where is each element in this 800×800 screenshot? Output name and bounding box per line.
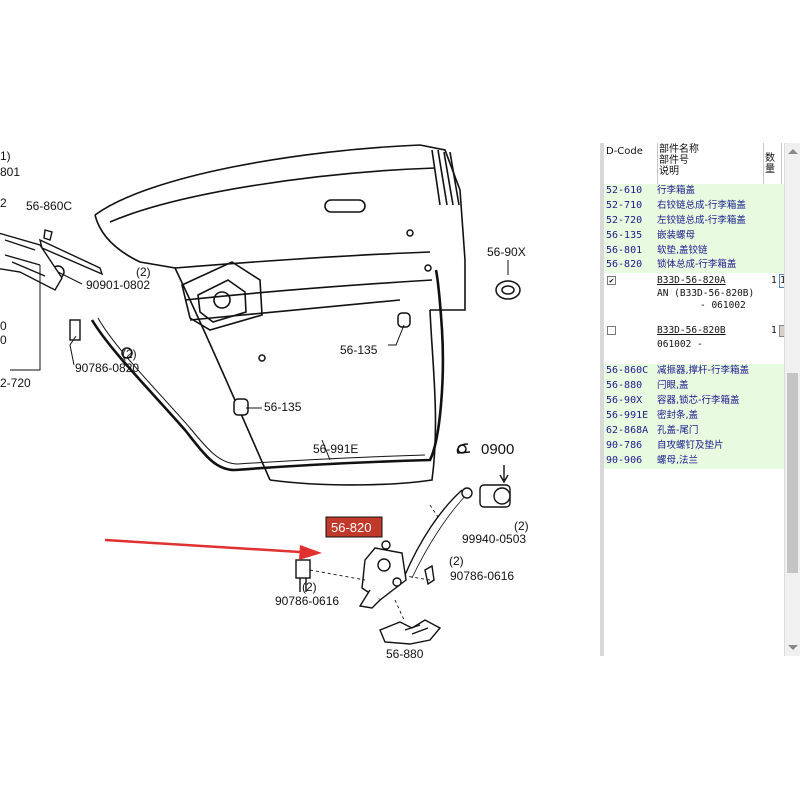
fastener-nuts (51, 229, 521, 416)
callout-label: 90786-0616 (450, 569, 514, 583)
callout-label: 90901-0802 (86, 278, 150, 292)
part-detail-row-b[interactable]: B33D-56-820B 1 061002 - (604, 324, 784, 365)
panel-divider (600, 143, 604, 656)
callout-label: 56-90X (487, 245, 526, 259)
part-a-checkbox[interactable]: ✔ (607, 276, 616, 286)
table-header: D-Code 部件名称 部件号 说明 数量 订 购 数 (604, 143, 800, 194)
part-a-qty: 1 (771, 275, 777, 287)
lock-assembly (295, 465, 511, 645)
header-dcode[interactable]: D-Code (604, 143, 658, 187)
part-b-checkbox[interactable] (607, 326, 616, 336)
part-b-qty: 1 (771, 325, 777, 337)
scroll-up-icon[interactable] (788, 149, 798, 154)
callout-label: 56-135 (264, 400, 302, 414)
callout-label: 90786-0616 (275, 594, 339, 608)
red-arrow (104, 538, 322, 560)
callout-label: (2) (302, 580, 317, 594)
callout-label: 56-991E (313, 442, 358, 456)
part-a-note-1: AN (B33D-56-820B) (657, 288, 755, 300)
parts-diagram: 1) 801 2 56-860C 56-90X (2) 90901-0802 0… (0, 144, 529, 661)
header-quantity[interactable]: 数量 (763, 143, 782, 194)
weatherstrip-seal (90, 269, 445, 472)
callout-label: 0 (0, 319, 7, 333)
hinge-assembly-left (0, 229, 104, 341)
callout-label: 1) (0, 149, 11, 163)
trunk-lid (94, 144, 466, 486)
callout-label-highlighted: 56-820 (331, 520, 371, 535)
callout-label: 99940-0503 (462, 532, 526, 546)
leader-lines (10, 260, 509, 461)
scroll-down-icon[interactable] (788, 645, 798, 650)
vertical-scrollbar[interactable] (784, 143, 800, 656)
callout-label: 2-720 (0, 376, 31, 390)
callout-label: 56-135 (340, 343, 378, 357)
callout-label: (2) (122, 347, 137, 361)
part-a-note-2: - 061002 (700, 300, 746, 312)
callout-label: 0 (0, 333, 7, 347)
part-b-number: B33D-56-820B (657, 325, 726, 337)
callout-label: (2) (136, 265, 151, 279)
highlight-box-56-820 (326, 517, 382, 537)
callout-label: (2) (514, 519, 529, 533)
callout-label: 56-860C (26, 199, 72, 213)
callout-label: 56-880 (386, 647, 424, 661)
dashed-guides (309, 504, 441, 623)
callout-label: 0900 (481, 441, 514, 458)
callout-label: 2 (0, 196, 7, 210)
callout-label: 801 (0, 165, 20, 179)
callout-label: (2) (449, 554, 464, 568)
scrollbar-thumb[interactable] (787, 373, 798, 573)
part-b-note-1: 061002 - (657, 339, 703, 351)
callout-label: 90786-0820 (75, 361, 139, 375)
header-description[interactable]: 部件名称 部件号 说明 (657, 143, 764, 185)
part-detail-row-a[interactable]: ✔ B33D-56-820A 1 AN (B33D-56-820B) - 061… (604, 273, 784, 325)
part-a-number: B33D-56-820A (657, 275, 726, 287)
connector-symbol (456, 443, 471, 454)
